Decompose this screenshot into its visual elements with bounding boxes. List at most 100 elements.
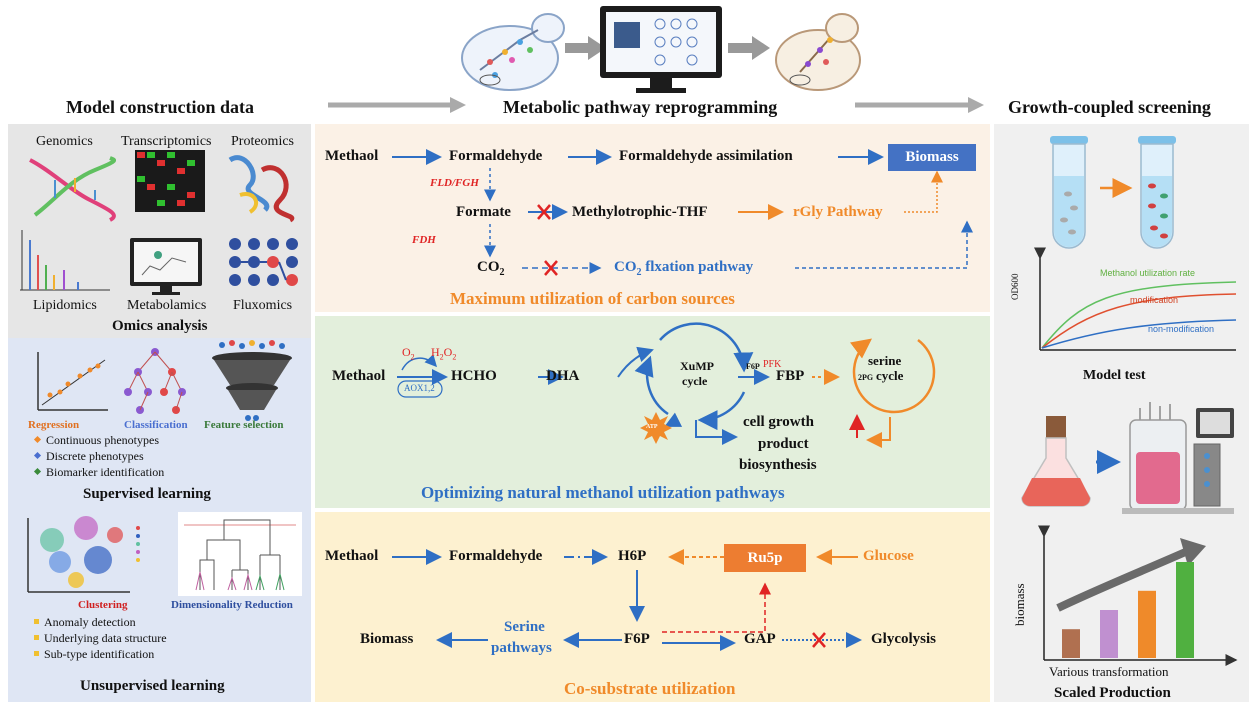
test-tube-left-icon <box>1050 136 1088 249</box>
p2-serine: serine <box>868 353 902 368</box>
block-x-icon-gap <box>812 632 826 648</box>
atp-burst-icon <box>640 412 672 444</box>
heatmap-icon <box>135 150 205 212</box>
p2-h2o2-b: O <box>443 345 453 359</box>
p3-biomass: Biomass <box>360 631 414 647</box>
p3-caption: Co-substrate utilization <box>564 679 736 698</box>
p2-hcho: HCHO <box>451 368 497 384</box>
p1-co2fix-sub: 2 <box>636 267 642 278</box>
unsupervised-bullet-1: Anomaly detection <box>44 615 136 629</box>
omics-genomics-label: Genomics <box>36 134 93 149</box>
metabolomics-monitor-icon <box>130 238 202 295</box>
p2-h2o2-a: H <box>431 345 440 359</box>
supervised-bullet-2: Discrete phenotypes <box>46 449 144 463</box>
serine-cycle-ring <box>850 338 936 414</box>
supervised-learning-title: Supervised learning <box>83 486 211 502</box>
unsupervised-bullet-2: Underlying data structure <box>44 631 167 645</box>
p2-o2-sub: 2 <box>410 352 415 362</box>
clustering-label: Clustering <box>78 599 128 611</box>
p3-serine: Serine <box>504 619 545 635</box>
p2-2pg: 2PG <box>858 373 874 382</box>
biomass-axis-label: biomass <box>1012 583 1027 626</box>
p3-glycolysis: Glycolysis <box>871 631 937 647</box>
block-x-icon-co2 <box>544 260 558 276</box>
protein-structure-icon <box>228 155 295 223</box>
curve-label-methanol: Methanol utilization rate <box>1100 268 1196 278</box>
p3-methaol: Methaol <box>325 548 379 564</box>
p1-fld-fgh-label: FLD/FGH <box>430 177 479 189</box>
p2-aox-label: AOX1,2 <box>404 383 435 393</box>
dendrogram-icon <box>178 512 302 596</box>
p1-methylotrophic-thf: Methylotrophic-THF <box>572 204 708 220</box>
p1-fdh-label: FDH <box>412 234 436 246</box>
p3-gap: GAP <box>744 631 776 647</box>
p2-h2o2: H2O2 <box>431 345 456 361</box>
omics-metabolamics-label: Metabolamics <box>127 298 207 313</box>
scaled-production-title: Scaled Production <box>1054 685 1171 701</box>
block-x-icon-formate <box>537 204 551 220</box>
p1-formate: Formate <box>456 204 511 220</box>
supervised-bullet-3: Biomarker identification <box>46 465 165 479</box>
clustering-scatter-icon <box>27 516 140 593</box>
co-substrate-panel <box>315 512 990 702</box>
feature-selection-label: Feature selection <box>204 419 284 431</box>
p2-f6p: F6P <box>746 362 760 371</box>
omics-lipidomics-label: Lipidomics <box>33 298 97 313</box>
p3-glucose: Glucose <box>863 548 914 564</box>
p1-co2-fixation-pathway: CO2 flxation pathway <box>614 259 753 278</box>
yeast-cell-right-icon <box>775 13 861 91</box>
bioreactor-icon <box>1122 402 1234 514</box>
bar-4 <box>1176 562 1194 658</box>
p2-serine-cycle-label: cycle <box>876 368 904 383</box>
dimensionality-reduction-label: Dimensionality Reduction <box>171 599 293 611</box>
p2-product: product <box>758 436 809 452</box>
scaled-production-bars <box>1062 562 1194 658</box>
omics-analysis-title: Omics analysis <box>112 318 208 334</box>
unsupervised-bullet-3: Sub-type identification <box>44 647 155 661</box>
p1-formaldehyde: Formaldehyde <box>449 148 543 164</box>
p3-formaldehyde: Formaldehyde <box>449 548 543 564</box>
bar-1 <box>1062 629 1080 658</box>
regression-label: Regression <box>28 419 80 431</box>
lipidomics-spectrum-icon <box>20 230 110 291</box>
p1-co2-text: CO <box>477 259 500 275</box>
classification-label: Classification <box>124 419 188 431</box>
p3-h6p: H6P <box>618 548 647 564</box>
p1-caption: Maximum utilization of carbon sources <box>450 289 735 308</box>
p2-o2-text: O <box>402 345 411 359</box>
bar-3 <box>1138 590 1156 658</box>
p1-co2fix-rest: flxation pathway <box>641 259 754 275</box>
p3-f6p: F6P <box>624 631 650 647</box>
header-model-construction: Model construction data <box>66 97 254 117</box>
curve-label-non-modification: non-modification <box>1148 324 1215 334</box>
model-test-title: Model test <box>1083 368 1146 383</box>
p3-ru5p-box: Ru5p <box>724 544 806 572</box>
p1-methaol: Methaol <box>325 148 379 164</box>
unsupervised-learning-title: Unsupervised learning <box>80 678 225 694</box>
curve-label-modification: modification <box>1130 295 1179 305</box>
omics-proteomics-label: Proteomics <box>231 134 294 149</box>
computer-monitor-icon <box>600 6 722 93</box>
od600-axis-label: OD600 <box>1010 273 1020 301</box>
omics-fluxomics-label: Fluxomics <box>233 298 293 313</box>
flask-icon <box>1021 416 1091 507</box>
p2-xump-cycle-label: cycle <box>682 374 708 388</box>
classification-tree-icon <box>124 348 186 414</box>
p1-biomass-box: Biomass <box>888 144 976 171</box>
p2-caption: Optimizing natural methanol utilization … <box>421 483 785 502</box>
feature-selection-funnel-icon <box>212 340 292 421</box>
p1-formaldehyde-assimilation: Formaldehyde assimilation <box>619 148 793 164</box>
p3-pathways: pathways <box>491 640 552 656</box>
bar-2 <box>1100 610 1118 658</box>
p2-fbp: FBP <box>776 368 805 384</box>
omics-transcriptomics-label: Transcriptomics <box>121 134 212 149</box>
p2-methaol: Methaol <box>332 368 386 384</box>
p2-pfk-label: PFK <box>763 359 782 370</box>
p2-h2o2-sub1: 2 <box>439 352 444 362</box>
p2-atp-label: ATP <box>646 424 658 430</box>
dna-icon <box>29 156 117 222</box>
p2-cell-growth: cell growth <box>743 414 814 430</box>
p1-co2fix-text: CO <box>614 259 637 275</box>
yeast-cell-left-icon <box>461 13 565 91</box>
xump-cycle-ring <box>634 322 754 431</box>
